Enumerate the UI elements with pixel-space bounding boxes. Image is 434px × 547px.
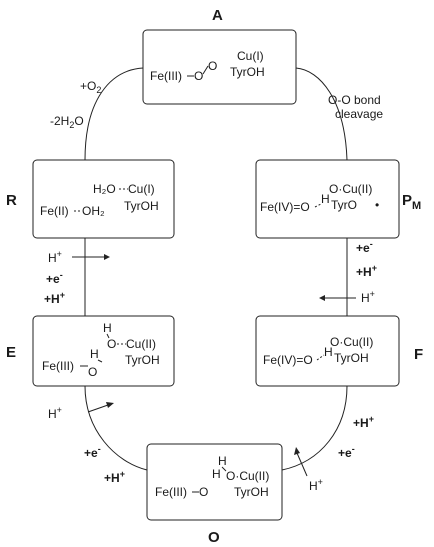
reagent-F-proton: H+ (309, 477, 323, 493)
E-tyr-label: TyrOH (125, 353, 160, 367)
reagent-F-hplus: +H+ (353, 414, 374, 430)
arrow-O-proton (294, 447, 308, 477)
arc-R-to-A (84, 67, 144, 161)
O-fe-label: Fe(III) (155, 485, 187, 499)
box-F (255, 315, 400, 387)
box-PM (255, 159, 400, 239)
box-A-structure: Fe(III) O O Cu(I) TyrOH (150, 49, 265, 83)
arrow-E-proton (87, 402, 114, 413)
PM-ocu-label: O·Cu(II) (329, 182, 372, 196)
box-E-structure: H O Cu(II) H Fe(III) O TyrOH (42, 321, 160, 379)
F-h-label: H (324, 345, 333, 359)
A-fe-label: Fe(III) (150, 69, 182, 83)
O-h-1: H (218, 454, 227, 468)
R-fe-label: Fe(II) (40, 204, 69, 218)
PM-fe-label: Fe(IV)=O (260, 200, 310, 214)
box-E (32, 315, 175, 387)
reagent-R-proton: H+ (48, 249, 62, 265)
R-tyr-label: TyrOH (124, 199, 159, 213)
arc-E-to-O (84, 385, 148, 471)
reagent-oo-line1: O-O bond (328, 93, 381, 107)
state-label-R: R (6, 192, 17, 209)
arrow-R-proton (72, 254, 110, 260)
E-cu-label: Cu(II) (126, 337, 156, 351)
box-PM-structure: Fe(IV)=O H O·Cu(II) TyrO • (260, 182, 379, 214)
reagent-R-hplus: +H+ (44, 290, 65, 306)
arc-A-to-PM (295, 67, 348, 161)
A-oxygen-1: O (194, 69, 203, 83)
R-water-fe: OH₂ (82, 204, 105, 218)
reagent-water-loss: -2H2O (50, 114, 84, 130)
E-h-fe: H (90, 347, 99, 361)
O-ocu-label: O·Cu(II) (226, 469, 269, 483)
box-R-structure: H₂O Cu(I) Fe(II) OH₂ TyrOH (40, 182, 159, 218)
reagent-PM-electron: +e- (356, 239, 373, 255)
E-fe-label: Fe(III) (42, 359, 74, 373)
box-O (146, 443, 283, 521)
box-A (142, 29, 297, 105)
box-F-structure: Fe(IV)=O H O·Cu(II) TyrOH (263, 335, 373, 367)
reagent-E-electron: +e- (84, 444, 101, 460)
state-label-PM: PM (402, 192, 421, 212)
PM-radical: • (375, 198, 379, 212)
box-O-structure: H H O·Cu(II) Fe(III) O TyrOH (155, 454, 269, 499)
F-ocu-label: O·Cu(II) (330, 335, 373, 349)
E-h-top: H (103, 321, 112, 335)
state-label-O: O (208, 529, 220, 546)
A-cu-label: Cu(I) (237, 49, 264, 63)
E-o-fe: O (88, 365, 97, 379)
reagent-oo-line2: cleavage (335, 107, 383, 121)
reagent-o2: +O2 (80, 79, 101, 95)
reagent-E-proton: H+ (48, 405, 62, 421)
PM-tyr-label: TyrO (331, 198, 357, 212)
A-oxygen-2: O (208, 59, 217, 73)
state-label-A: A (212, 7, 223, 24)
box-R (32, 159, 175, 239)
arrow-PM-proton (319, 295, 356, 301)
O-h-2: H (212, 467, 221, 481)
reagent-PM-proton: H+ (361, 289, 375, 305)
state-label-E: E (6, 344, 16, 361)
state-label-F: F (414, 346, 423, 363)
O-tyr-label: TyrOH (234, 485, 269, 499)
O-o-fe: O (199, 485, 208, 499)
reagent-R-electron: +e- (46, 270, 63, 286)
reagent-F-electron: +e- (338, 444, 355, 460)
A-tyr-label: TyrOH (230, 65, 265, 79)
F-tyr-label: TyrOH (334, 351, 369, 365)
R-cu-label: Cu(I) (128, 182, 155, 196)
arc-O-to-F (281, 385, 348, 471)
R-water-cu: H₂O (93, 182, 116, 196)
reagent-E-hplus: +H+ (104, 469, 125, 485)
reagent-PM-hplus: +H+ (356, 263, 377, 279)
E-o-cu: O (107, 337, 116, 351)
F-fe-label: Fe(IV)=O (263, 353, 313, 367)
PM-h-label: H (321, 192, 330, 206)
